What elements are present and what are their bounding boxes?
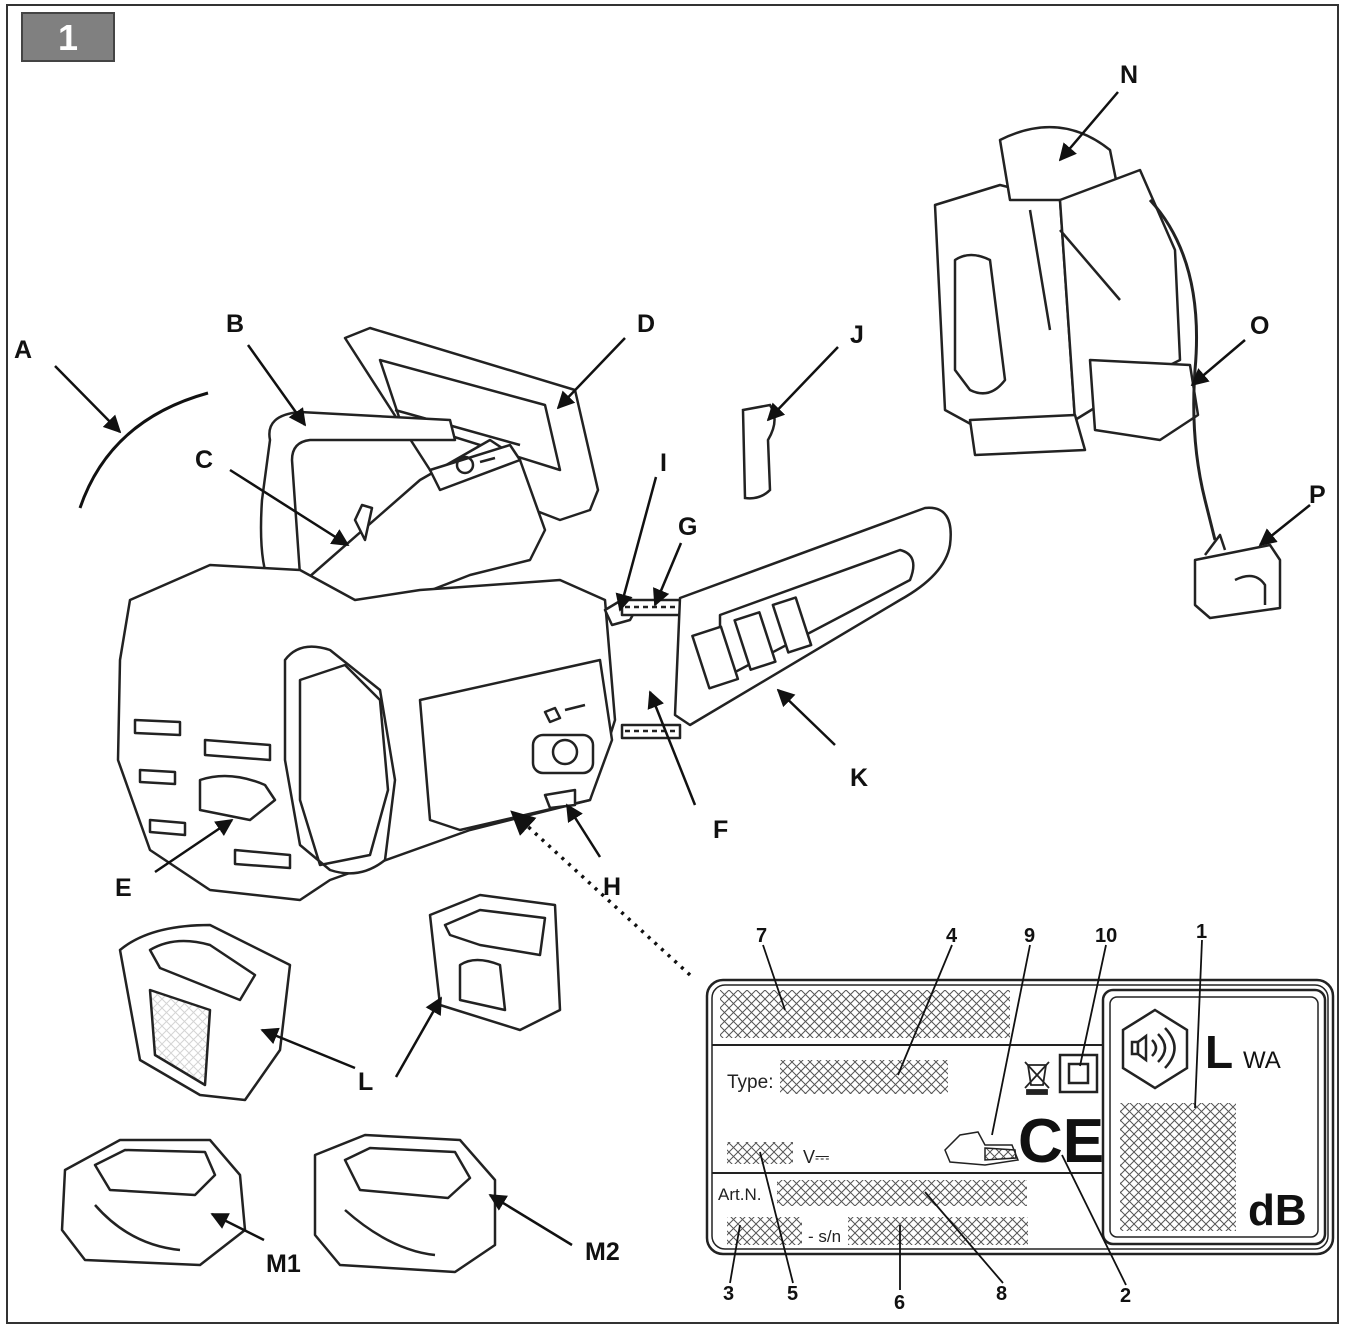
trigger	[353, 503, 374, 542]
callout-j: J	[850, 321, 864, 349]
callout-m1: M1	[266, 1250, 301, 1278]
callout-n: N	[1120, 61, 1138, 89]
arrow-p	[1258, 504, 1311, 547]
sound-power-symbol: L	[1205, 1026, 1233, 1078]
chainsaw-illustration	[116, 326, 952, 902]
arrow-k	[776, 688, 836, 746]
voltage-unit: V⎓	[803, 1147, 829, 1167]
field-8-article	[777, 1180, 1027, 1206]
plate-leader-lines	[729, 939, 1203, 1290]
battery-pack-p	[1193, 543, 1282, 620]
art-label: Art.N.	[718, 1185, 761, 1204]
plate-number-3: 3	[723, 1283, 734, 1305]
callout-b: B	[226, 310, 244, 338]
figure-frame	[6, 4, 1339, 1324]
callout-l: L	[358, 1068, 373, 1096]
arrow-e	[154, 818, 234, 874]
callout-f: F	[713, 816, 728, 844]
battery-l-large	[118, 923, 292, 1102]
callout-e: E	[115, 874, 132, 902]
callout-g: G	[678, 513, 697, 541]
weee-bin-icon	[1024, 1061, 1050, 1095]
battery-l-small	[428, 893, 562, 1032]
field-6-serial	[848, 1217, 1028, 1245]
field-1-sound-level	[1120, 1103, 1236, 1231]
plate-number-7: 7	[756, 925, 767, 947]
chainsaw-icon	[944, 1131, 1020, 1166]
plate-number-5: 5	[787, 1283, 798, 1305]
hip-belt	[1088, 358, 1200, 442]
plate-number-8: 8	[996, 1283, 1007, 1305]
figure-number: 1	[58, 17, 78, 58]
arrow-l-right	[394, 996, 443, 1078]
arrow-g	[653, 542, 683, 607]
db-unit: dB	[1248, 1186, 1307, 1235]
plate-numbers: 1 2 3 4 5 6 7 8 9 10	[723, 921, 1207, 1314]
plate-number-1: 1	[1196, 921, 1207, 943]
callout-m2: M2	[585, 1238, 620, 1266]
callout-labels: A B C D E F G H I J K L M1 M2 N O P	[14, 61, 1326, 1278]
arrow-a	[54, 365, 122, 434]
plate-number-4: 4	[946, 925, 958, 947]
arrow-j	[766, 346, 839, 422]
field-4-type	[780, 1060, 948, 1094]
arrow-n	[1058, 91, 1119, 162]
type-label: Type:	[727, 1072, 773, 1093]
plate-number-6: 6	[894, 1292, 905, 1314]
ce-mark-icon: CE	[1018, 1107, 1104, 1176]
arrow-m1	[210, 1212, 265, 1242]
ce-mark-text: CE	[1018, 1107, 1104, 1176]
release-button	[198, 774, 277, 822]
callout-c: C	[195, 446, 213, 474]
figure-number-badge: 1	[21, 12, 115, 62]
shoulder-top	[998, 125, 1122, 202]
field-7-manufacturer	[720, 990, 1010, 1038]
arrow-m2	[488, 1193, 573, 1247]
callout-o: O	[1250, 312, 1269, 340]
chain-tension-knob	[551, 738, 579, 766]
arrow-b	[246, 344, 307, 427]
arrow-o	[1190, 339, 1246, 387]
arrow-i	[615, 476, 658, 612]
callout-i: I	[660, 449, 667, 477]
side-cover	[418, 658, 614, 832]
arrow-c	[229, 468, 350, 547]
callout-a: A	[14, 336, 32, 364]
callout-k: K	[850, 764, 868, 792]
arrow-h	[565, 803, 602, 858]
charger-m1	[60, 1138, 247, 1267]
backpack-base	[968, 413, 1087, 457]
charger-m2	[313, 1133, 497, 1274]
arrow-l-left	[260, 1027, 356, 1070]
arrow-f	[647, 690, 697, 806]
guide-bar	[673, 506, 952, 727]
rating-plate: Type: V⎓ Art.N. - s/n CE	[705, 921, 1335, 1314]
callout-d: D	[637, 310, 655, 338]
double-insulation-icon	[1058, 1053, 1099, 1094]
loudspeaker-icon	[1121, 1008, 1189, 1090]
backpack-battery-illustration	[933, 125, 1282, 620]
arrow-d	[556, 337, 626, 410]
plate-number-2: 2	[1120, 1285, 1131, 1307]
sound-power-subscript: WA	[1243, 1047, 1281, 1074]
callout-h: H	[603, 873, 621, 901]
callout-p: P	[1309, 481, 1326, 509]
callout-arrows	[54, 91, 1311, 1247]
plate-number-10: 10	[1095, 925, 1117, 947]
plate-number-9: 9	[1024, 925, 1035, 947]
serial-label: - s/n	[808, 1227, 841, 1246]
kickback-arc	[78, 391, 209, 509]
